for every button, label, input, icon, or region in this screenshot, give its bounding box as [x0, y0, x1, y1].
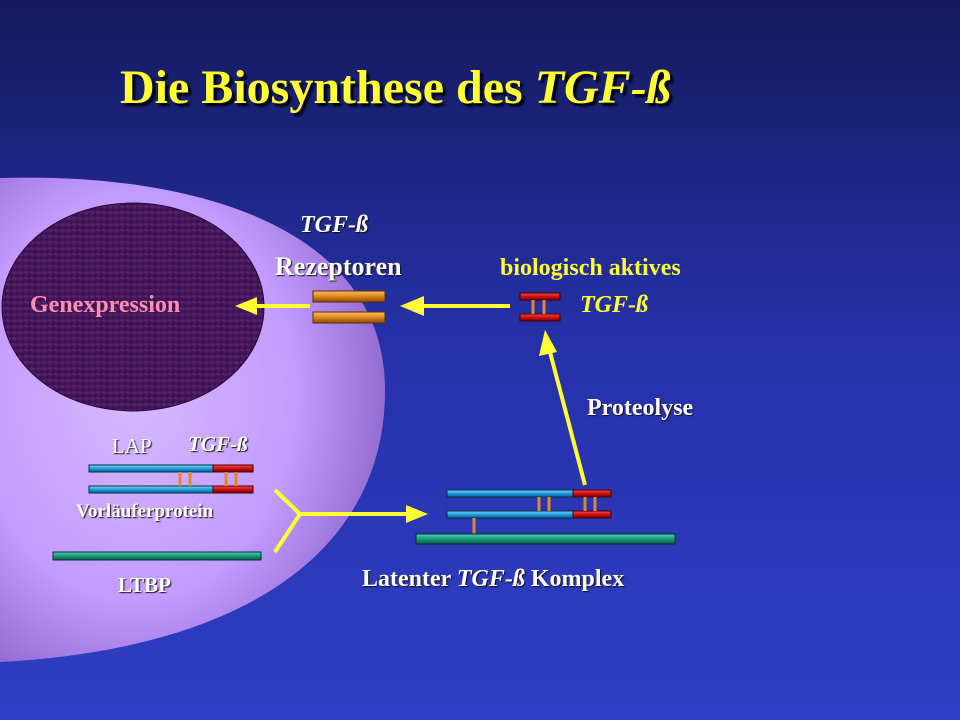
arrow-proteolysis	[539, 330, 587, 486]
arrow-receptor-to-genexpression	[235, 297, 310, 315]
lap-label: LAP	[112, 434, 152, 458]
active-label-line2: TGF-ß	[580, 292, 648, 318]
active-label-line1: biologisch aktives	[500, 255, 681, 281]
proteolyse-label: Proteolyse	[587, 395, 694, 421]
vorlaeufer-label: Vorläuferprotein	[76, 501, 214, 522]
tgf-small-label: TGF-ß	[188, 432, 248, 456]
title-italic: TGF-ß	[534, 61, 671, 114]
active-tgf-dimer	[519, 292, 561, 322]
latent-pre: Latenter	[362, 566, 457, 592]
ltbp-label: LTBP	[118, 573, 171, 597]
receptor-bars	[312, 290, 386, 324]
title-text: Die Biosynthese des	[120, 61, 535, 114]
arrow-assembly	[273, 488, 428, 554]
genexpression-label: Genexpression	[30, 292, 181, 318]
precursor-protein	[88, 464, 254, 494]
ltbp-bar	[52, 551, 262, 561]
latent-post: Komplex	[524, 566, 625, 592]
arrow-active-to-receptor	[400, 296, 510, 316]
page-title: Die Biosynthese des TGF-ß	[120, 60, 671, 115]
receptor-label-line1: TGF-ß	[300, 212, 368, 238]
latent-complex-label: Latenter TGF-ß Komplex	[362, 566, 624, 593]
latent-italic: TGF-ß	[456, 566, 525, 592]
latent-complex	[415, 489, 676, 545]
receptor-label-line2: Rezeptoren	[275, 252, 402, 281]
